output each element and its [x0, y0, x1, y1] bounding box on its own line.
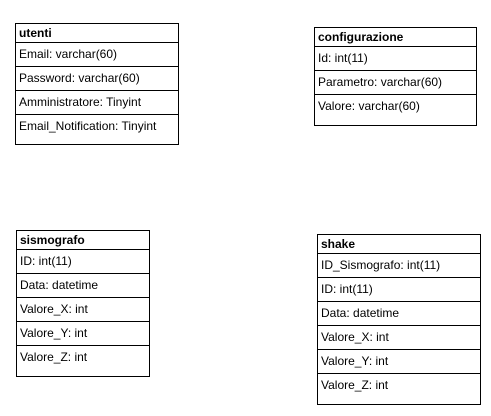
entity-field: Id: int(11): [315, 47, 476, 71]
entity-configurazione: configurazione Id: int(11) Parametro: va…: [314, 27, 477, 126]
entity-field: Valore_Z: int: [20, 350, 88, 364]
entity-title: configurazione: [315, 28, 476, 47]
entity-field: Email_Notification: Tinyint: [19, 119, 157, 133]
entity-field: Valore_X: int: [17, 298, 149, 322]
entity-title: sismografo: [17, 231, 149, 250]
entity-shake: shake ID_Sismografo: int(11) ID: int(11)…: [317, 234, 481, 405]
entity-field: Valore: varchar(60): [318, 99, 420, 113]
entity-field: ID: int(11): [318, 278, 480, 302]
entity-field: Parametro: varchar(60): [315, 71, 476, 95]
entity-field: Amministratore: Tinyint: [16, 91, 178, 115]
entity-field: Valore_Z: int: [321, 378, 389, 392]
entity-field: Valore_Y: int: [318, 350, 480, 374]
entity-title: utenti: [16, 24, 178, 43]
entity-sismografo: sismografo ID: int(11) Data: datetime Va…: [16, 230, 150, 377]
entity-field: Password: varchar(60): [16, 67, 178, 91]
entity-field: ID_Sismografo: int(11): [318, 254, 480, 278]
entity-field: Email: varchar(60): [16, 43, 178, 67]
entity-field: Valore_X: int: [318, 326, 480, 350]
entity-field: ID: int(11): [17, 250, 149, 274]
entity-field: Data: datetime: [318, 302, 480, 326]
entity-field: Data: datetime: [17, 274, 149, 298]
entity-title: shake: [318, 235, 480, 254]
entity-field: Valore_Y: int: [17, 322, 149, 346]
entity-utenti: utenti Email: varchar(60) Password: varc…: [15, 23, 179, 145]
